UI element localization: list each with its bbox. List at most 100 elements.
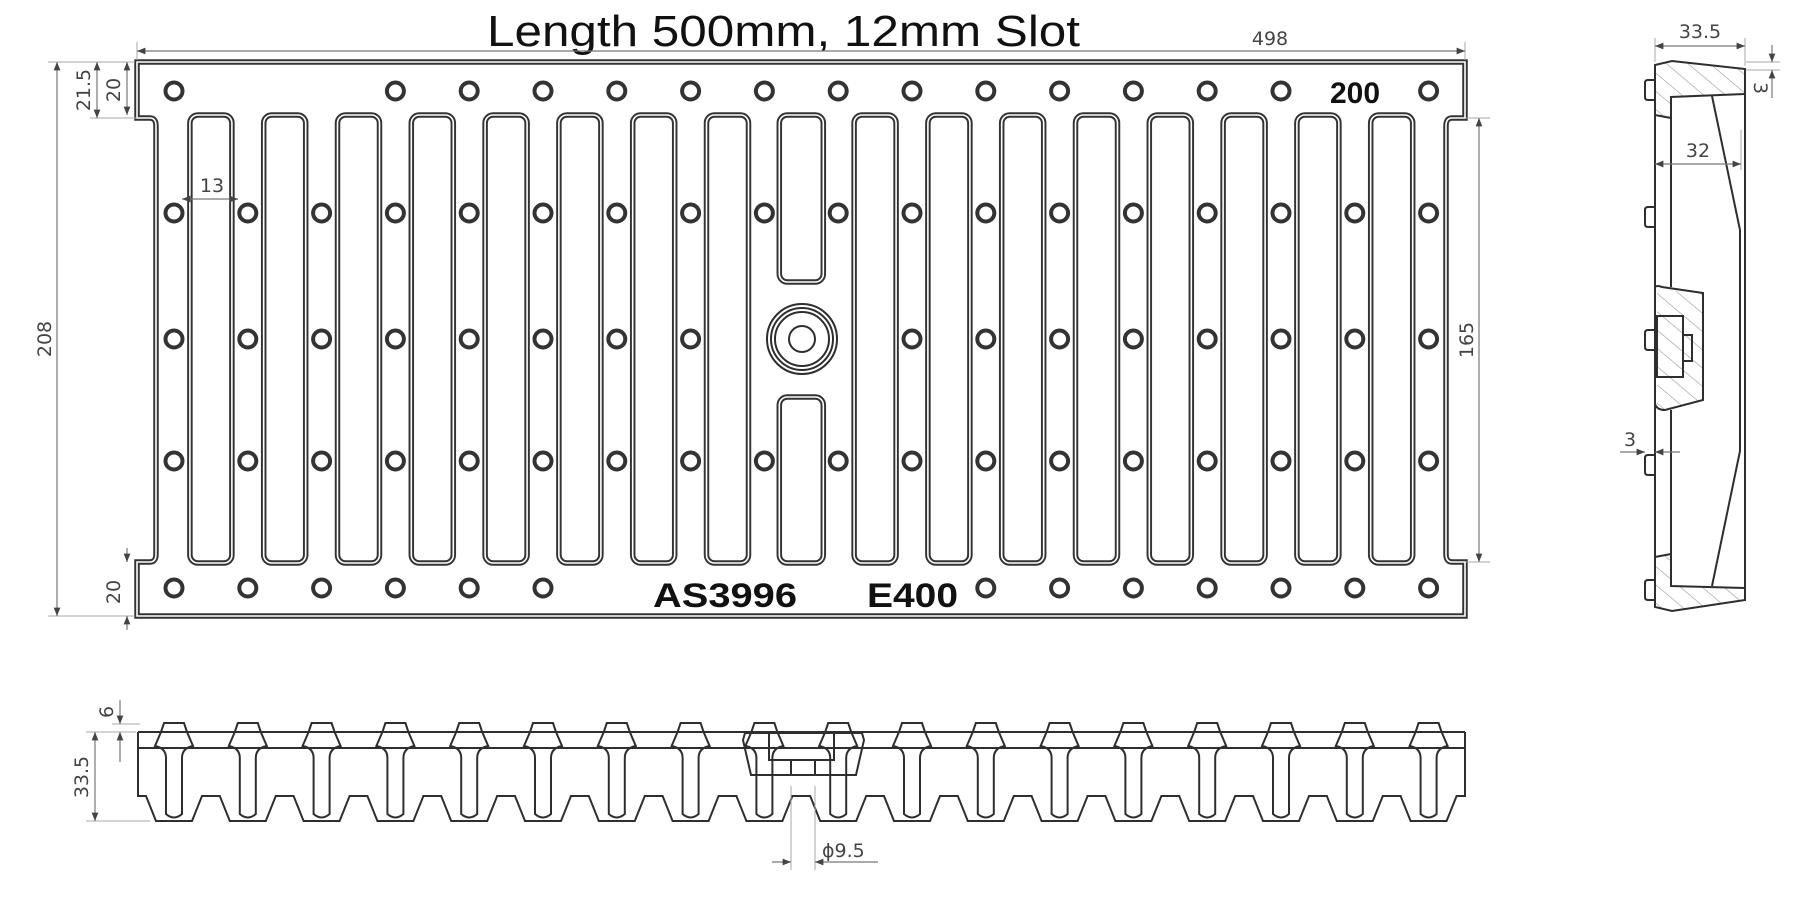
rivet-hole (1196, 80, 1218, 102)
slot-inner-line (189, 114, 233, 564)
slot-inner-line (705, 114, 750, 564)
section-lug (1193, 722, 1222, 733)
dim-section-depth-label: 33.5 (71, 756, 93, 798)
rivet-hole (532, 577, 554, 599)
slot-inner-line (1296, 114, 1340, 564)
slot (1294, 112, 1342, 566)
rivet-hole (975, 80, 997, 102)
center-bolt-ring (766, 303, 838, 375)
rivet-hole (975, 328, 997, 350)
dim-end-lug-label: 3 (1624, 429, 1636, 451)
rivet-hole (901, 202, 923, 224)
rivet-hole (827, 450, 849, 472)
slot-inner-line (778, 114, 825, 283)
slot (1146, 112, 1195, 566)
section-lug (971, 722, 1000, 733)
slot-inner-line (1369, 114, 1414, 564)
rivet-hole (901, 328, 923, 350)
dim-length-label: 498 (1252, 28, 1288, 50)
rivet-hole (1418, 202, 1440, 224)
end-boss-hatch (1657, 290, 1703, 410)
slot-inner-line (778, 396, 825, 564)
slot (629, 112, 678, 566)
slot-inner-line (631, 114, 676, 564)
section-rib (965, 731, 1007, 819)
rivet-hole (384, 577, 406, 599)
section-lug (1119, 722, 1148, 733)
rivet-hole (901, 450, 923, 472)
end-view-lug (1644, 206, 1655, 228)
dim-edge-bottom-label: 20 (103, 580, 125, 604)
rivet-hole (680, 202, 702, 224)
rivet-hole (532, 80, 554, 102)
section-lug (233, 722, 262, 733)
slot (925, 112, 973, 566)
rivet-hole (384, 328, 406, 350)
section-view: 6 33.5 ϕ9.5 (71, 700, 1466, 870)
slot (482, 112, 530, 566)
section-lug (1414, 722, 1443, 733)
rivet-hole (163, 80, 185, 102)
rivet-holes (163, 80, 1440, 599)
dim-section-lug: 6 (96, 700, 140, 762)
size-marking: 200 (1330, 77, 1380, 110)
rivet-hole (606, 202, 628, 224)
end-bottom-block-hatch (1655, 554, 1745, 611)
rivet-hole (532, 450, 554, 472)
slots (187, 112, 1416, 566)
slot (1367, 112, 1416, 566)
slot (998, 112, 1047, 566)
section-rib (1334, 731, 1376, 819)
rivet-hole (680, 450, 702, 472)
section-rib (891, 731, 933, 819)
slot-inner-line (853, 114, 897, 564)
rivet-hole (311, 450, 333, 472)
dim-recess-label: 165 (1456, 322, 1478, 358)
section-lug (750, 722, 779, 733)
bolt-ring-outer (766, 303, 838, 375)
rivet-hole (237, 202, 259, 224)
rivet-hole (753, 80, 775, 102)
rivet-hole (1049, 80, 1071, 102)
section-lug (602, 722, 631, 733)
rivet-hole (384, 202, 406, 224)
dim-hole-spacing: 13 (182, 175, 238, 203)
rivet-hole (311, 328, 333, 350)
rivet-hole (827, 202, 849, 224)
section-ribs (153, 722, 1450, 819)
slot-inner-line (1148, 114, 1193, 564)
grate-outline-inner (136, 61, 1466, 617)
rivet-hole (975, 577, 997, 599)
rivet-hole (753, 450, 775, 472)
dim-bolt-diameter-label: ϕ9.5 (822, 840, 865, 862)
rivet-hole (237, 577, 259, 599)
rivet-hole (975, 202, 997, 224)
dim-width-label: 208 (34, 321, 56, 357)
end-view-boss (1654, 285, 1704, 412)
rivet-hole (532, 328, 554, 350)
dim-bolt-diameter: ϕ9.5 (772, 786, 878, 870)
end-view-recess (1656, 315, 1693, 378)
rivet-hole (1270, 80, 1292, 102)
dim-recess: 165 (1456, 117, 1490, 563)
rivet-hole (1270, 450, 1292, 472)
slot-inner-line (262, 114, 307, 564)
rivet-hole (1196, 328, 1218, 350)
section-rib (1408, 731, 1450, 819)
dim-edge-bottom: 20 (103, 548, 131, 630)
dim-edge-top-label: 21.5 (73, 69, 95, 111)
dim-end-inner-width: 32 (1655, 130, 1742, 170)
rivet-hole (1344, 202, 1366, 224)
section-lug (381, 722, 410, 733)
rivet-hole (1344, 450, 1366, 472)
rivet-hole (384, 80, 406, 102)
slot-inner-line (484, 114, 528, 564)
rivet-hole (163, 202, 185, 224)
end-view-outline (1654, 59, 1746, 613)
section-lug (529, 722, 557, 733)
rivet-hole (1344, 328, 1366, 350)
rivet-hole (1122, 202, 1144, 224)
section-rib (1186, 731, 1228, 819)
plan-view: 200 AS3996 E400 498 208 21.5 20 20 (34, 28, 1490, 630)
